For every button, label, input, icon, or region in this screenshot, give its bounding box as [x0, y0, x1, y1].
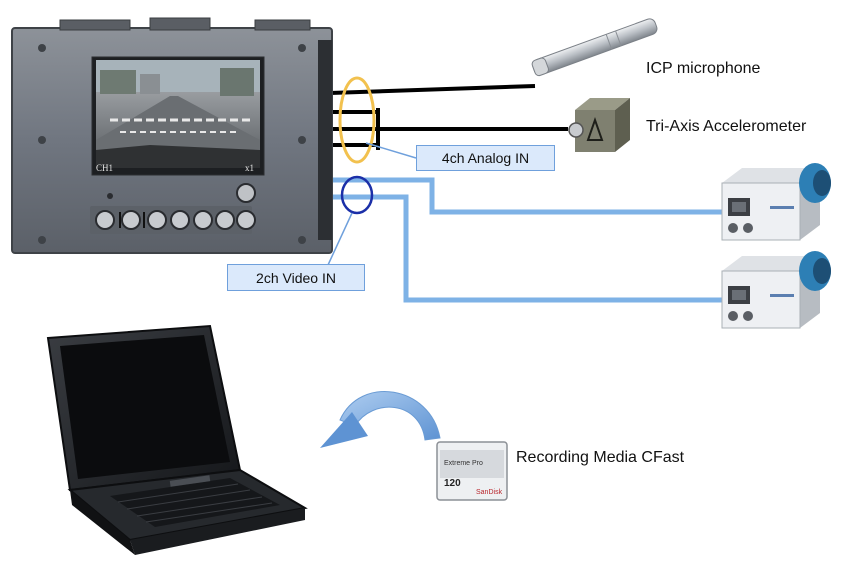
laptop-image — [46, 324, 308, 555]
video-in-highlight — [340, 175, 374, 215]
accelerometer-label: Tri-Axis Accelerometer — [646, 118, 807, 135]
video-in-callout: 2ch Video IN — [227, 264, 365, 291]
video-callout-leader — [327, 212, 353, 266]
screen-channel-left: CH1 — [96, 163, 114, 173]
recording-media-label: Recording Media CFast — [516, 449, 685, 466]
video-cables — [330, 177, 722, 303]
icp-microphone-image — [531, 18, 658, 77]
microphone-label: ICP microphone — [646, 60, 761, 77]
cfast-brand-line: Extreme Pro — [444, 460, 483, 467]
analog-in-callout: 4ch Analog IN — [416, 145, 555, 171]
recorder-unit — [11, 17, 333, 254]
video-camera-2 — [721, 251, 831, 329]
cfast-maker: SanDisk — [476, 489, 503, 496]
transfer-arrow-icon — [320, 391, 441, 448]
cfast-capacity: 120 — [444, 478, 461, 489]
analog-cables — [329, 84, 568, 150]
screen-channel-right: x1 — [245, 163, 254, 173]
cfast-card-image: Extreme Pro 120 SanDisk — [436, 441, 508, 501]
video-cable-1 — [330, 177, 722, 215]
accelerometer-image — [568, 98, 630, 152]
video-cable-2 — [330, 194, 722, 303]
analog-in-highlight — [338, 76, 376, 164]
microphone-cable — [329, 84, 536, 95]
recorder-button-top — [236, 183, 256, 203]
video-camera-1 — [721, 163, 831, 241]
analog-callout-leader — [365, 142, 417, 159]
recorder-buttons — [90, 206, 256, 234]
